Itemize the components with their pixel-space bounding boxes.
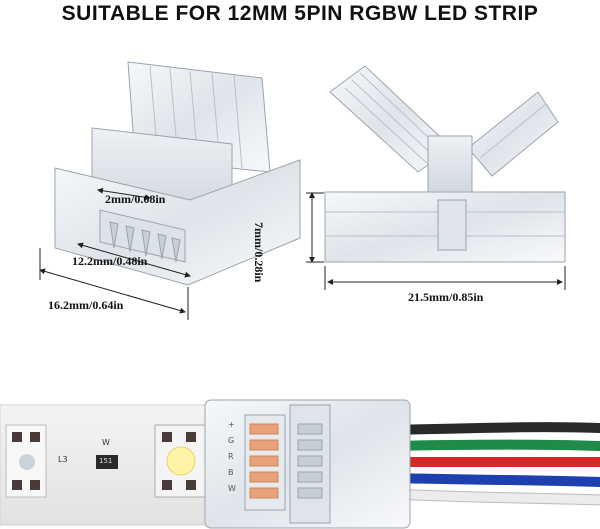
right-dimension-lines: [306, 192, 566, 290]
pin-label-w: W: [228, 484, 236, 493]
pcb-label-w: W: [102, 438, 110, 447]
pcb-label-l3: L3: [58, 455, 68, 464]
wire-bundle: [385, 422, 600, 505]
inner-width-label: 12.2mm/0.48in: [72, 254, 148, 268]
height-label: 7mm/0.28in: [252, 222, 266, 283]
left-dimension-lines: [39, 187, 191, 320]
pin-label-plus: +: [228, 420, 235, 429]
right-connector: [324, 65, 566, 263]
length-label: 21.5mm/0.85in: [408, 290, 484, 304]
product-title: SUITABLE FOR 12MM 5PIN RGBW LED STRIP: [61, 2, 539, 25]
pin-label-b: B: [228, 468, 234, 477]
outer-width-label: 16.2mm/0.64in: [48, 298, 124, 312]
pin-label-g: G: [228, 436, 235, 445]
pin-label-r: R: [228, 452, 234, 461]
strip-to-wire-connector: [204, 399, 411, 529]
pin-pitch-label: 2mm/0.08in: [105, 192, 166, 206]
resistor-code: 151: [99, 457, 113, 465]
led-strip: [0, 404, 231, 526]
